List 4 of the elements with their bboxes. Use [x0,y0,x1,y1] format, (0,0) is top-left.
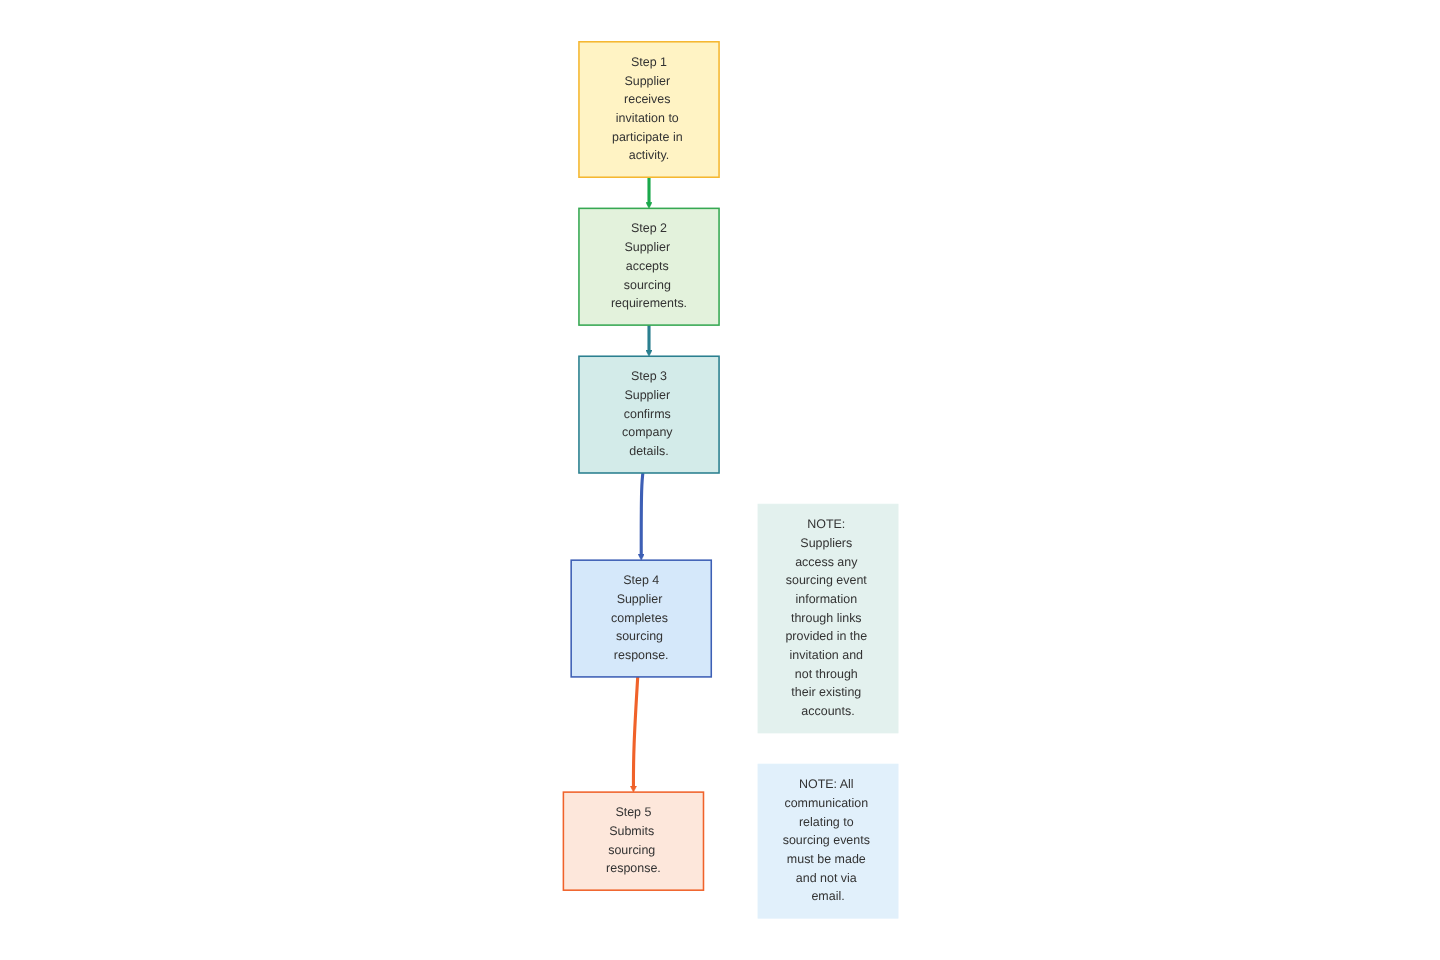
arrow [644,177,652,209]
arrow [629,676,639,793]
arrow [644,325,652,357]
arrow [636,472,644,561]
